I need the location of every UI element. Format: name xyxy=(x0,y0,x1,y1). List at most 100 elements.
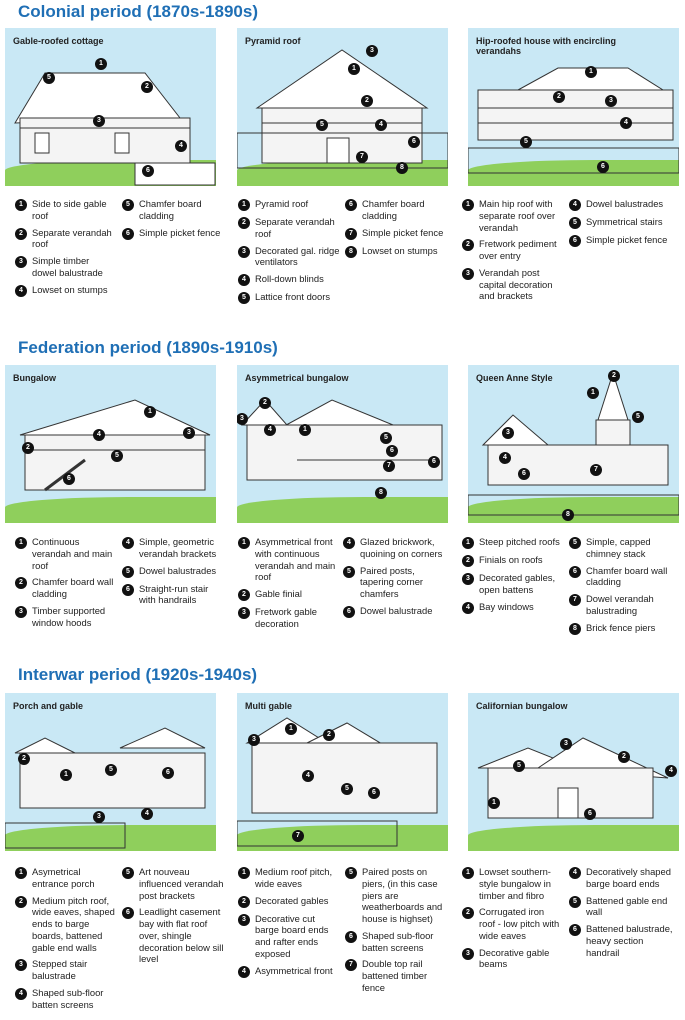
gable-roofed-cottage-illustration: Gable-roofed cottage 1 5 2 3 4 6 xyxy=(5,28,216,186)
legend-text: Steep pitched roofs xyxy=(479,536,560,547)
legend-text: Chamfer board wall cladding xyxy=(32,576,114,599)
legend-number: 5 xyxy=(122,565,134,578)
legend-text: Simple, capped chimney stack xyxy=(586,536,651,559)
house-drawing xyxy=(468,67,679,174)
marker-5: 5 xyxy=(105,764,117,776)
legend-number: 2 xyxy=(15,895,27,908)
legend-number: 2 xyxy=(15,577,27,590)
legend-text: Lattice front doors xyxy=(255,291,331,302)
marker-3: 3 xyxy=(560,738,572,750)
legend-text: Separate verandah roof xyxy=(32,226,112,250)
legend-number: 3 xyxy=(462,947,474,960)
legend-number: 4 xyxy=(569,867,581,879)
panel-title: Multi gable xyxy=(245,701,292,711)
legend-text: Side to side gable roof xyxy=(32,198,107,221)
marker-2: 2 xyxy=(22,442,34,454)
marker-8: 8 xyxy=(396,162,408,174)
marker-3: 3 xyxy=(605,95,617,107)
marker-3: 3 xyxy=(237,413,248,425)
marker-2: 2 xyxy=(553,91,565,103)
legend-text: Simple picket fence xyxy=(362,226,444,238)
legend-text: Chamfer board cladding xyxy=(362,198,425,221)
legend-number: 7 xyxy=(345,959,357,972)
marker-5: 5 xyxy=(316,119,328,131)
legend-number: 7 xyxy=(345,227,357,240)
legend-text: Dowel balustrade xyxy=(360,604,433,616)
queen-anne-illustration: Queen Anne Style 2 1 5 3 4 7 6 8 xyxy=(468,365,679,523)
legend-number: 6 xyxy=(122,907,134,920)
legend-text: Dowel balustrades xyxy=(139,564,217,576)
legend-item: 7 Simple picket fence xyxy=(345,227,449,240)
bungalow-illustration: Bungalow 1 4 3 2 5 6 xyxy=(5,365,216,523)
legend-text: Simple picket fence xyxy=(586,234,668,245)
legend-number: 5 xyxy=(122,867,134,879)
legend-text: Dowel verandah balustrading xyxy=(586,593,654,616)
hip-roofed-house-illustration: Hip-roofed house with encircling veranda… xyxy=(468,28,679,186)
pyramid-roof-illustration: Pyramid roof 3 1 2 5 4 6 7 8 xyxy=(237,28,448,186)
marker-4: 4 xyxy=(665,765,677,777)
legend-item: 2 Chamfer board wall cladding xyxy=(15,576,115,600)
legend-text: Chamfer board cladding xyxy=(139,198,202,221)
legend-number: 3 xyxy=(15,256,27,268)
legend-number: 3 xyxy=(15,605,27,618)
grass xyxy=(237,160,448,186)
grass xyxy=(5,497,216,523)
legend-text: Dowel balustrades xyxy=(586,198,664,209)
legend-number: 6 xyxy=(122,583,134,596)
legend-text: Lowset on stumps xyxy=(32,283,108,295)
legend-text: Paired posts, tapering corner chamfers xyxy=(360,564,424,600)
legend-number: 3 xyxy=(238,245,250,258)
legend-number: 1 xyxy=(238,867,250,879)
colonial-period-title: Colonial period (1870s-1890s) xyxy=(18,2,258,21)
legend-number: 4 xyxy=(122,537,134,549)
legend-text: Continuous verandah and main roof xyxy=(32,536,113,571)
legend-text: Shaped sub-floor batten screens xyxy=(32,986,104,1010)
marker-8: 8 xyxy=(375,487,387,499)
legend-number: 4 xyxy=(569,199,581,211)
grass xyxy=(237,825,448,851)
marker-5: 5 xyxy=(513,760,525,772)
legend-text: Double top rail battened timber fence xyxy=(362,958,428,993)
marker-1: 1 xyxy=(95,58,107,70)
house-drawing xyxy=(237,717,438,847)
marker-6: 6 xyxy=(597,161,609,173)
legend-text: Symmetrical stairs xyxy=(586,216,663,227)
legend-number: 7 xyxy=(569,594,581,606)
legend-number: 1 xyxy=(462,199,474,211)
porch-and-gable-illustration: Porch and gable 2 1 5 6 4 3 xyxy=(5,693,216,851)
marker-6: 6 xyxy=(63,473,75,485)
legend-text: Asymmetrical front with continuous veran… xyxy=(255,536,336,583)
legend-text: Paired posts on piers, (in this case pie… xyxy=(362,866,443,924)
legend-number: 6 xyxy=(345,199,357,211)
marker-4: 4 xyxy=(264,424,276,436)
marker-2: 2 xyxy=(618,751,630,763)
legend-text: Battened balustrade, heavy section handr… xyxy=(586,923,673,958)
house-drawing xyxy=(240,399,443,481)
legend-text: Fretwork pediment over entry xyxy=(479,238,557,261)
legend-text: Chamfer board wall cladding xyxy=(586,564,668,588)
legend-number: 1 xyxy=(238,199,250,211)
house-drawing xyxy=(477,737,669,819)
marker-2: 2 xyxy=(323,729,335,741)
marker-6: 6 xyxy=(408,136,420,148)
legend-number: 3 xyxy=(462,573,474,585)
